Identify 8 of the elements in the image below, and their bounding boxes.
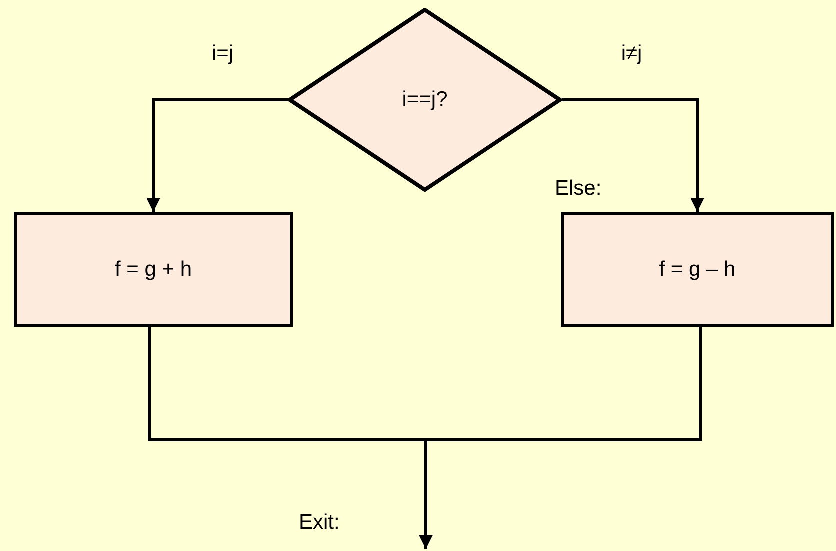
arrow xyxy=(562,98,704,212)
process-box xyxy=(561,212,834,327)
statement-text: f = g + h xyxy=(114,258,192,282)
arrow xyxy=(419,327,702,549)
statement-text: f = g – h xyxy=(659,258,736,282)
arrow xyxy=(146,98,288,212)
process-box xyxy=(14,212,293,327)
condition-text: i==j? xyxy=(402,88,448,112)
